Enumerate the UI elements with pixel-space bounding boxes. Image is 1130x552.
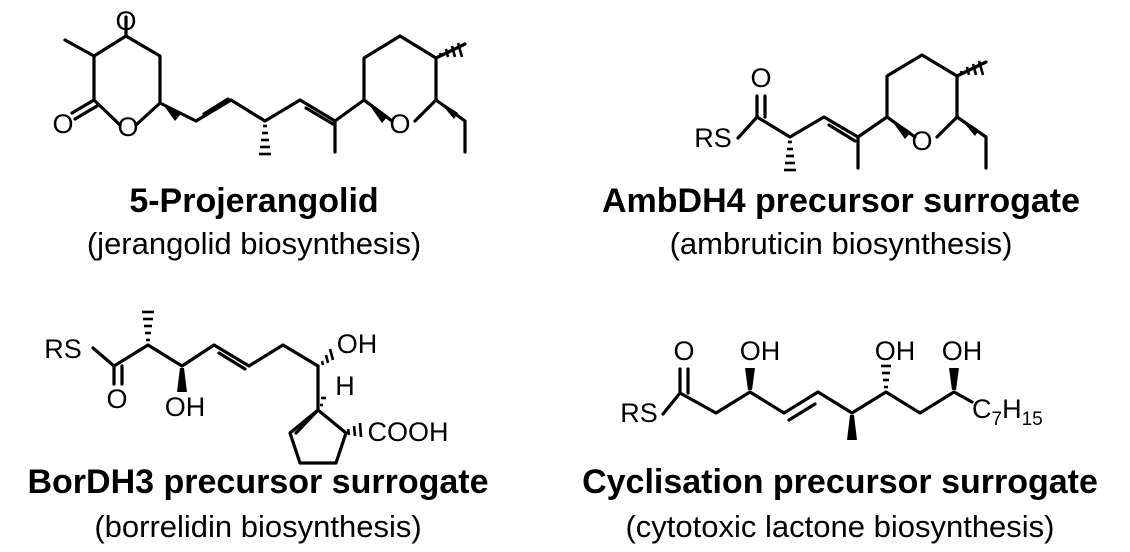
atom-label: COOH: [368, 417, 449, 447]
bonds: [736, 53, 988, 170]
atom-label: OH: [337, 329, 378, 359]
structure-cyclisation-surrogate: RS O OH OH OH C7H15 Cyclisation precurso…: [582, 336, 1098, 544]
structure-ambdh4-surrogate: RS O O AmbDH4 precursor surrogate (ambru…: [602, 53, 1080, 261]
atom-label: O: [389, 109, 410, 139]
atom-label: OH: [740, 336, 781, 366]
atom-label: O: [750, 63, 771, 93]
structure-bordh3-surrogate: RS O OH OH H COOH BorDH3 precursor surro…: [27, 310, 489, 544]
formula-h: H: [1002, 394, 1022, 424]
formula-subscript: 15: [1022, 409, 1043, 430]
wedge-bond: [438, 100, 458, 119]
wedge-bond: [745, 368, 755, 390]
compound-caption: (jerangolid biosynthesis): [87, 226, 421, 261]
formula-label: C7H15: [972, 394, 1043, 430]
wedge-bond: [959, 117, 979, 136]
atom-label: O: [106, 384, 127, 414]
compound-name: BorDH3 precursor surrogate: [27, 463, 488, 501]
compound-caption: (ambruticin biosynthesis): [670, 226, 1013, 261]
atom-label: OH: [165, 392, 206, 422]
hashed-bond: [320, 348, 335, 366]
atom-label: O: [115, 6, 136, 36]
atom-label: OH: [942, 336, 983, 366]
hashed-bond: [881, 364, 891, 389]
bonds: [91, 343, 348, 465]
hashed-bond: [959, 60, 985, 76]
compound-name: 5-Projerangolid: [129, 182, 378, 220]
hashed-bond: [438, 42, 464, 58]
compound-caption: (borrelidin biosynthesis): [94, 509, 421, 544]
structure-5-projerangolid: O O O O 5-Projerangolid (jerangolid bios…: [52, 6, 467, 261]
compound-name: Cyclisation precursor surrogate: [582, 463, 1098, 501]
wedge-bond: [949, 368, 959, 390]
bonds: [661, 367, 974, 422]
atom-label: O: [673, 336, 694, 366]
wedge-bond: [162, 103, 180, 121]
formula-subscript: 7: [992, 409, 1003, 430]
wedge-bond: [889, 117, 911, 139]
wedge-bond: [177, 368, 187, 392]
hashed-bond: [346, 422, 363, 438]
atom-label: RS: [694, 123, 732, 153]
hashed-bond: [142, 310, 154, 342]
hashed-bond: [259, 124, 271, 156]
atom-label: O: [117, 112, 138, 142]
atom-label: RS: [44, 334, 82, 364]
hashed-bond: [784, 140, 796, 172]
compound-name: AmbDH4 precursor surrogate: [602, 182, 1080, 220]
atom-label: O: [911, 126, 932, 156]
atom-label: OH: [875, 336, 916, 366]
formula-c: C: [972, 394, 992, 424]
wedge-bond: [847, 415, 857, 440]
compound-caption: (cytotoxic lactone biosynthesis): [625, 509, 1054, 544]
atom-label: RS: [620, 398, 658, 428]
atom-label: H: [335, 371, 355, 401]
atom-label: O: [52, 109, 73, 139]
wedge-bond: [366, 100, 388, 123]
wedge-bond: [294, 408, 320, 435]
hashed-bond: [320, 396, 326, 407]
